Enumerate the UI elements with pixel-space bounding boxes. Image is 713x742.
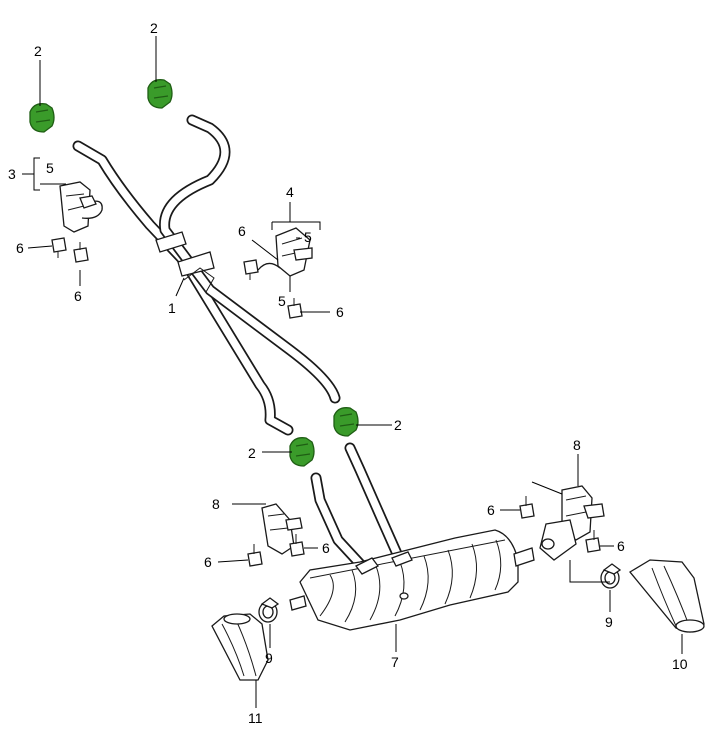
callout-6-h: 6 — [617, 538, 625, 554]
bolt-6-f — [289, 534, 305, 557]
callout-8-left: 8 — [212, 496, 220, 512]
tailpipe-tip-left — [211, 613, 269, 681]
callout-5-top-left: 5 — [46, 160, 54, 176]
bolt-6-a — [51, 237, 67, 258]
callout-9-left: 9 — [265, 650, 273, 666]
pipe-right — [159, 114, 341, 404]
clamp-2-top — [147, 79, 173, 109]
callout-4: 4 — [286, 184, 294, 200]
callout-6-e: 6 — [204, 554, 212, 570]
pipe-lower-right — [344, 442, 404, 562]
callout-6-g: 6 — [487, 502, 495, 518]
clamp-9-right — [600, 563, 622, 589]
tailpipe-tip-right — [629, 559, 705, 633]
callout-9-right: 9 — [605, 614, 613, 630]
pipe-lower-left — [310, 472, 368, 572]
callout-6-b: 6 — [74, 288, 82, 304]
callout-7: 7 — [391, 654, 399, 670]
callout-6-f: 6 — [322, 540, 330, 556]
callout-6-c: 6 — [238, 223, 246, 239]
callout-2-mid-right: 2 — [394, 417, 402, 433]
hanger-bracket-top-left — [59, 181, 103, 233]
callout-2-mid-left: 2 — [248, 445, 256, 461]
callout-5-mid-bottom: 5 — [278, 293, 286, 309]
clamp-2-mid-left — [289, 437, 315, 467]
bolt-6-c — [243, 259, 259, 280]
callout-labels: 2 2 2 2 3 5 6 6 4 5 5 6 6 1 8 6 6 8 6 6 … — [8, 20, 688, 726]
hanger-bracket-right — [539, 485, 605, 561]
bolt-6-d — [287, 298, 303, 319]
callout-3: 3 — [8, 166, 16, 182]
clamp-9-left — [258, 597, 280, 623]
callout-1: 1 — [168, 300, 176, 316]
clamp-2-top-left — [29, 103, 55, 133]
callout-11: 11 — [248, 710, 263, 726]
callout-8-right: 8 — [573, 437, 581, 453]
pipe-strap — [155, 231, 215, 293]
callout-5-mid-right: 5 — [304, 229, 312, 245]
muffler — [289, 529, 535, 631]
hanger-bracket-middle — [257, 227, 313, 277]
callout-2-top-left: 2 — [34, 43, 42, 59]
callout-6-d: 6 — [336, 304, 344, 320]
bolt-6-b — [73, 242, 89, 263]
clamp-2-mid-right — [333, 407, 359, 437]
callout-2-top: 2 — [150, 20, 158, 36]
bolt-6-e — [247, 544, 263, 567]
callout-6-a: 6 — [16, 240, 24, 256]
bolt-6-g — [519, 496, 535, 519]
hanger-bracket-lower-left — [261, 503, 303, 555]
leader-lines — [22, 36, 683, 708]
bolt-6-h — [585, 530, 601, 553]
callout-10: 10 — [672, 656, 688, 672]
